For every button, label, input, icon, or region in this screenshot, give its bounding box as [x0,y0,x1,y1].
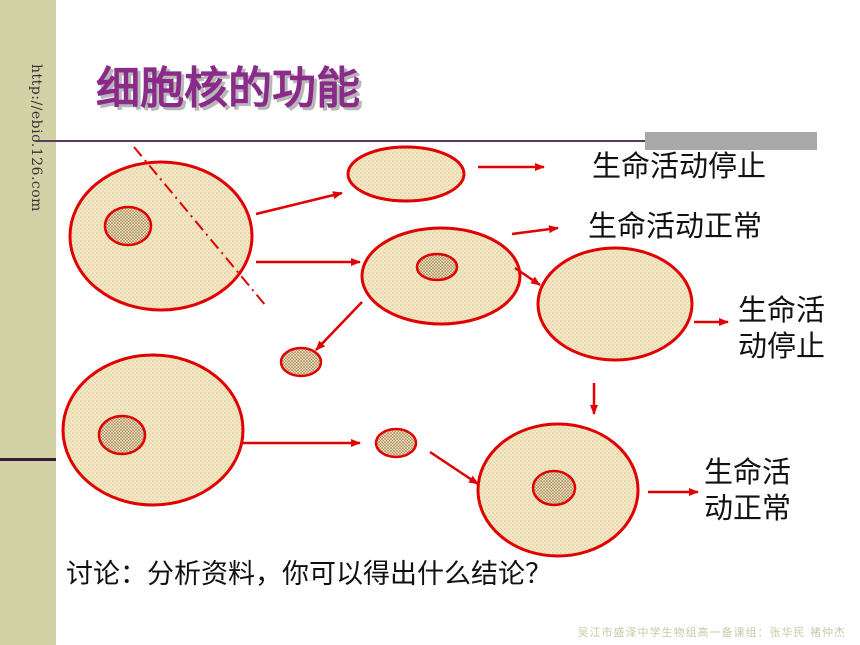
outcome-label-1: 生命活动停止 [592,149,767,183]
arrow-nucleated-to-outcome [511,225,559,236]
title-rule-block [645,132,817,150]
cell-original-top [68,160,254,312]
sidebar-url: http://ebio.126.com [28,64,44,212]
process-arrows [242,163,729,496]
footer-credit: 吴江市盛泽中学生物组高一备课组：张华民 褚仲杰 [577,626,846,639]
cell-nucleated-half [360,226,522,326]
arrow-to-enucleated-cell [514,266,541,287]
arrow-extract-nucleus [315,301,363,351]
page-title: 细胞核的功能 [96,63,360,114]
outcome-label-3: 生命活动停止 [738,293,826,363]
cell-original-bottom [61,353,245,507]
cell-reconstituted [476,422,640,558]
sidebar [0,0,56,645]
nucleus-extracted [279,346,323,378]
arrow-to-enucleated-half [255,191,343,216]
sidebar-divider [0,458,56,461]
discussion-question: 讨论：分析资料，你可以得出什么结论？ [66,559,552,590]
nucleus-transplanted [374,427,418,459]
cell-enucleated-right [536,246,694,362]
cut-line [133,146,267,307]
title-rule [36,140,816,142]
outcome-label-2: 生命活动正常 [588,209,763,243]
arrow-to-reconstituted [429,450,479,486]
cell-enucleated-half [346,145,466,203]
outcome-label-4: 生命活动正常 [704,455,792,525]
